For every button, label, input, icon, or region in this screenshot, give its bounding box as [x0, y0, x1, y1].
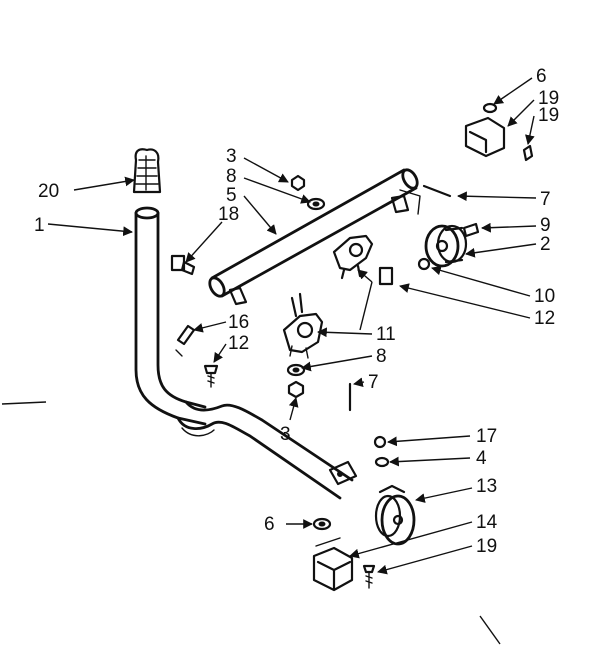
- callout-7-mid: 7: [368, 372, 379, 393]
- callout-2: 2: [540, 234, 551, 255]
- callout-3-top: 3: [226, 146, 237, 167]
- callout-3-mid: 3: [280, 424, 291, 445]
- tube-bolt: [170, 254, 196, 276]
- bracket-lower: [282, 292, 324, 359]
- callout-4: 4: [476, 448, 487, 469]
- washer-upper: [306, 197, 326, 211]
- parts-artwork: [1, 102, 534, 645]
- pin-upper: [422, 184, 452, 198]
- callout-19-top: 19: [538, 105, 559, 126]
- callout-19-bottom: 19: [476, 536, 497, 557]
- pin: [175, 324, 196, 357]
- callout-12-right: 12: [534, 308, 555, 329]
- handle-grip: [132, 148, 162, 194]
- callout-10: 10: [534, 286, 555, 307]
- lower-screw: [362, 564, 376, 589]
- callout-14: 16: [228, 312, 249, 333]
- wheel-bolt: [462, 222, 480, 238]
- callout-12-left: 12: [228, 333, 249, 354]
- caster-washer: [374, 456, 390, 468]
- lower-bracket: [312, 537, 354, 592]
- caster-wheel: [374, 484, 416, 546]
- callout-20: 20: [38, 181, 59, 202]
- axle-tube: [208, 168, 421, 306]
- nut-lower: [287, 380, 305, 399]
- callout-9: 9: [540, 215, 551, 236]
- callout-7-top: 7: [540, 189, 551, 210]
- handle-tube: [134, 206, 354, 500]
- callout-8-mid: 8: [376, 346, 387, 367]
- edge-mark-left: [1, 401, 47, 405]
- wheel-nut: [417, 257, 431, 271]
- caster-nut: [373, 435, 387, 449]
- callout-15: 17: [476, 426, 497, 447]
- tube-end-clamp: [328, 460, 358, 486]
- bracket-upper: [332, 234, 394, 286]
- callout-17: 18: [218, 204, 239, 225]
- upper-caster-bracket: [464, 102, 534, 162]
- callout-8-top: 8: [226, 166, 237, 187]
- callout-1: 1: [34, 215, 45, 236]
- callout-6-top: 6: [536, 66, 547, 87]
- callout-6-bottom: 6: [264, 514, 275, 535]
- callout-11: 11: [376, 324, 396, 345]
- callout-5: 5: [226, 185, 237, 206]
- washer-lower: [286, 363, 306, 377]
- screw-lower: [203, 364, 219, 388]
- callouts: 20 1 18 3 8 5 6 19 19 7 9 2 10 12 11 8 7…: [34, 66, 559, 557]
- leader-lines: [47, 77, 537, 575]
- nut-upper: [290, 174, 306, 192]
- edge-mark-right: [479, 615, 501, 645]
- callout-16: 14: [476, 512, 498, 533]
- washer-lower-left: [312, 517, 332, 531]
- wheel: [424, 224, 468, 268]
- callout-13: 13: [476, 476, 497, 497]
- callout-18: 19: [538, 88, 559, 109]
